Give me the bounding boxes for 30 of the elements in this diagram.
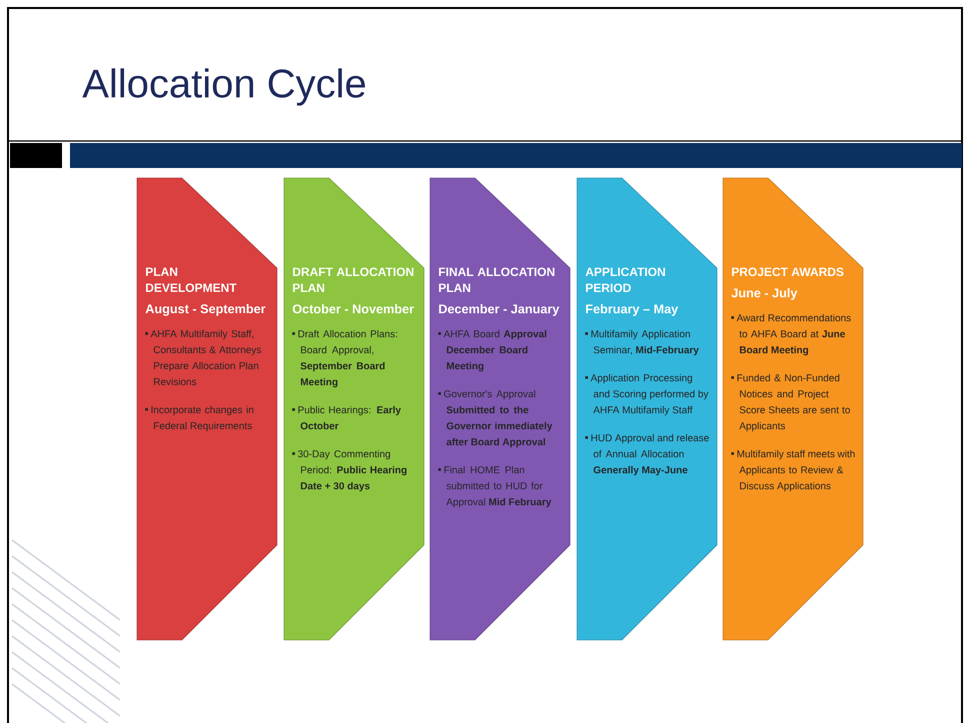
bullet-item: Multifamily staff meets with Applicants to Review & Discuss Applications	[731, 450, 855, 492]
phase-heading: DRAFT ALLOCATION PLAN	[293, 268, 414, 292]
date-range: August - September	[146, 304, 266, 316]
bullet-item: Multifamily Application Seminar, Mid-February	[585, 330, 699, 356]
bullet-item: Draft Allocation Plans: Board Approval, September Board Meeting	[292, 330, 397, 388]
bullet-item: Incorporate changes in Federal Requirements	[145, 406, 254, 432]
bullet-item: Application Processing and Scoring performed by AHFA Multifamily Staff	[585, 374, 708, 416]
date-range: December - January	[439, 304, 560, 316]
bullet-item: Funded & Non-Funded Notices and Project Score Sheets are sent to Applicants	[731, 374, 850, 432]
bullet-item: AHFA Board Approval December Board Meeting	[438, 330, 546, 372]
phase-box	[284, 178, 424, 640]
slide-title: Allocation Cycle	[82, 68, 365, 106]
date-range: October - November	[292, 304, 414, 314]
phase-box	[722, 178, 864, 640]
phase-heading: APPLICATION PERIOD	[586, 268, 665, 292]
bullet-item: HUD Approval and release of Annual Allocation Generally May-June	[585, 434, 709, 476]
bullet-item: AHFA Multifamily Staff, Consultants & Attorneys Prepare Allocation Plan Revisions	[145, 330, 261, 386]
phase-heading: FINAL ALLOCATION PLAN	[439, 268, 554, 292]
bullet-item: Public Hearings: Early October	[292, 406, 401, 430]
date-range: February – May	[586, 304, 678, 316]
bullet-item: Award Recommendations to AHFA Board at June Board Meeting	[731, 314, 851, 356]
bullet-item: 30-Day Commenting Period: Public Hearing Date + 30 days	[292, 450, 406, 492]
bullet-item: Final HOME Plan submitted to HUD for Approval Mid February	[438, 466, 552, 508]
phase-heading: PROJECT AWARDS	[732, 268, 844, 276]
phase-box	[576, 178, 718, 640]
phase-box	[136, 178, 278, 640]
phase-box	[430, 178, 570, 640]
phase-heading: PLAN DEVELOPMENT	[146, 268, 236, 292]
date-range: June - July	[731, 288, 798, 300]
bullet-item: Governor's Approval Submitted to the Governor immediately after Board Approval	[438, 390, 552, 448]
